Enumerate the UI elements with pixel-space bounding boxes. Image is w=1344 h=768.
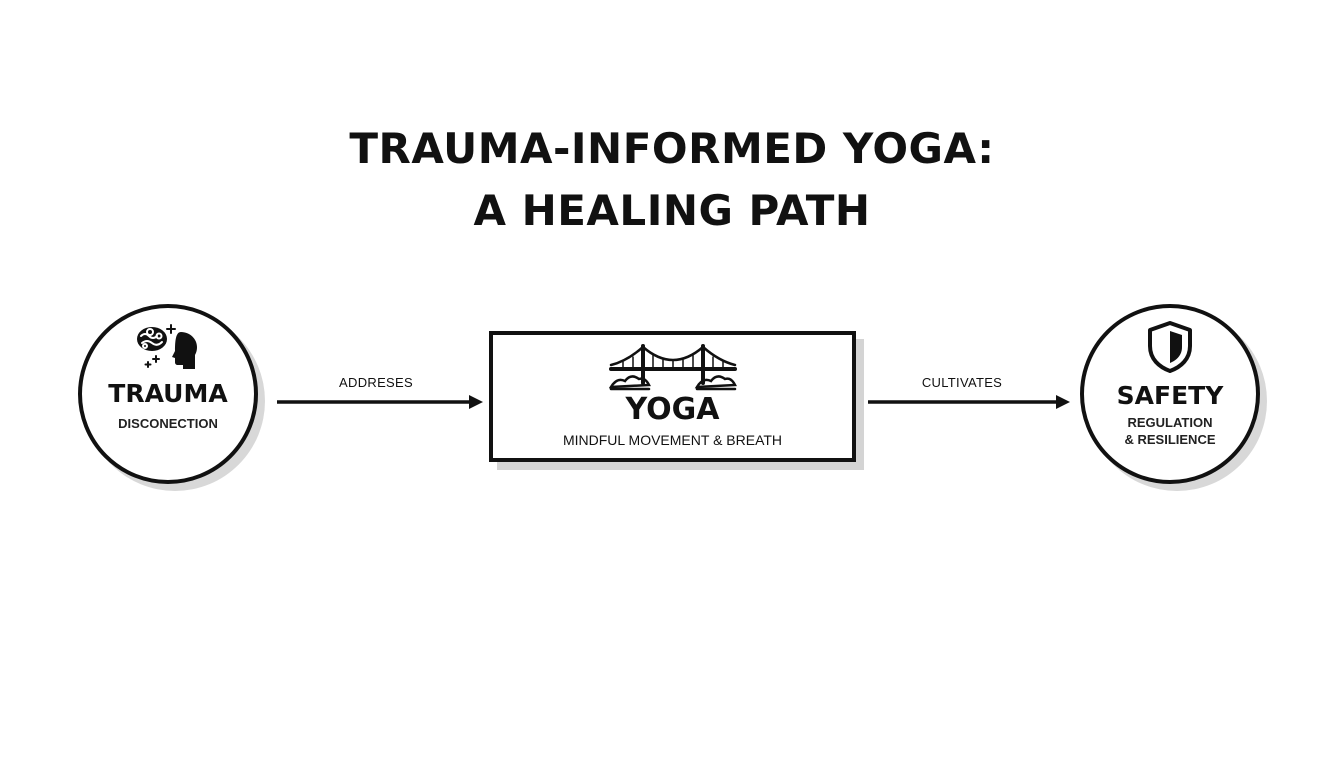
shield-icon xyxy=(1145,320,1195,379)
trauma-label: TRAUMA xyxy=(108,379,228,408)
cultivates-label: CULTIVATES xyxy=(921,375,1003,390)
safety-node: SAFETY REGULATION & RESILIENCE xyxy=(1080,304,1260,484)
bridge-icon xyxy=(608,343,737,396)
yoga-node: YOGA MINDFUL MOVEMENT & BREATH xyxy=(489,331,856,462)
safety-sublabel-line-1: REGULATION xyxy=(1127,415,1213,430)
title-line-1: TRAUMA-INFORMED YOGA: xyxy=(349,124,995,173)
addresses-arrow xyxy=(277,395,483,409)
cultivates-arrow xyxy=(868,395,1070,409)
trauma-node: TRAUMA DISCONECTION xyxy=(78,304,258,484)
yoga-label: YOGA xyxy=(625,392,720,427)
yoga-sublabel: MINDFUL MOVEMENT & BREATH xyxy=(562,432,783,448)
diagram-title: TRAUMA-INFORMED YOGA: A HEALING PATH xyxy=(0,118,1344,242)
brain-head-icon xyxy=(133,322,203,381)
trauma-sublabel: DISCONECTION xyxy=(118,416,218,431)
title-line-2: A HEALING PATH xyxy=(473,186,871,235)
safety-sublabel-line-2: & RESILIENCE xyxy=(1124,432,1216,447)
addresses-label: ADDRESES xyxy=(339,375,413,390)
safety-sublabel: REGULATION & RESILIENCE xyxy=(1084,414,1256,448)
safety-label: SAFETY xyxy=(1116,381,1224,410)
